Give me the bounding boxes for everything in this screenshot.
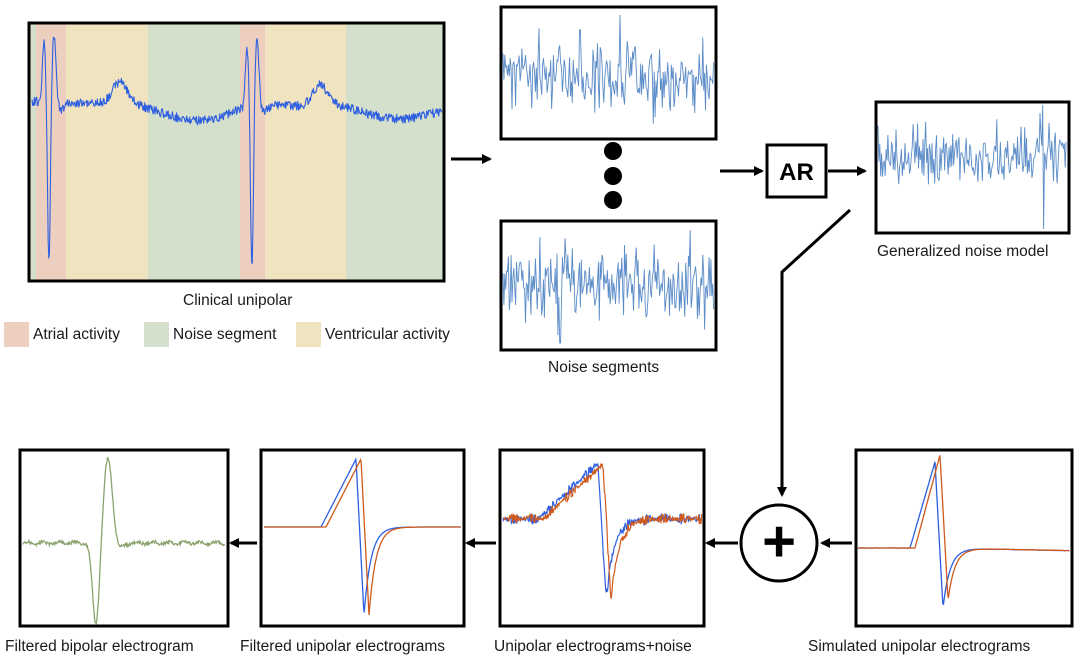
bipolar-trace: [22, 457, 226, 625]
activity-band: [265, 24, 346, 280]
simulated-unipolar-panel: [854, 448, 1074, 628]
legend-label-ventricular: Ventricular activity: [325, 326, 450, 343]
legend: [4, 322, 321, 347]
generalized-noise-panel: [874, 100, 1071, 235]
sum-operator: +: [739, 503, 819, 583]
label-filtered-unipolar: Filtered unipolar electrograms: [240, 638, 446, 655]
simulated-trace-blue: [857, 461, 1070, 605]
legend-swatch-atrial: [4, 322, 29, 347]
clinical-unipolar-trace: [31, 36, 443, 265]
activity-bands: [30, 24, 443, 280]
ar-label: AR: [779, 159, 814, 186]
noisy-trace-orange: [502, 463, 703, 599]
flow-arrows: [229, 154, 867, 548]
label-simulated-unipolar: Simulated unipolar electrograms: [808, 638, 1031, 655]
label-generalized-noise-model: Generalized noise model: [877, 243, 1049, 260]
legend-swatch-ventricular: [296, 322, 321, 347]
label-clinical-unipolar: Clinical unipolar: [183, 292, 293, 309]
legend-label-atrial: Atrial activity: [33, 326, 120, 343]
noise-segment-trace: [502, 14, 715, 124]
activity-band: [346, 24, 443, 280]
filtered-bipolar-panel: [18, 448, 230, 628]
ellipsis-dot: [604, 142, 622, 160]
ellipsis-dots: [604, 142, 622, 209]
noise-segment-trace: [502, 229, 715, 344]
ar-block: AR: [765, 143, 828, 199]
activity-band: [148, 24, 240, 280]
activity-band: [30, 24, 36, 280]
noise-segment-panel-top: [499, 5, 718, 141]
arrow-model-to-sum: [777, 208, 852, 497]
label-unipolar-plus-noise: Unipolar electrograms+noise: [494, 638, 692, 655]
filtered-unipolar-panel: [259, 448, 466, 628]
label-filtered-bipolar: Filtered bipolar electrogram: [5, 638, 194, 655]
unipolar-noise-panel: [498, 448, 706, 628]
legend-label-noise: Noise segment: [173, 326, 277, 343]
noise-segment-panel-bottom: [499, 219, 718, 352]
ellipsis-dot: [604, 167, 622, 185]
activity-band: [66, 24, 148, 280]
generalized-noise-trace: [877, 104, 1067, 230]
plus-symbol: +: [762, 509, 796, 574]
clinical-unipolar-panel: [27, 21, 446, 283]
filtered-trace-orange: [264, 457, 461, 616]
ellipsis-dot: [604, 191, 622, 209]
label-noise-segments: Noise segments: [548, 359, 660, 376]
noisy-trace-blue: [502, 462, 703, 593]
clinical-unipolar-frame: [27, 21, 446, 283]
legend-swatch-noise: [144, 322, 169, 347]
simulated-trace-orange: [858, 455, 1070, 599]
